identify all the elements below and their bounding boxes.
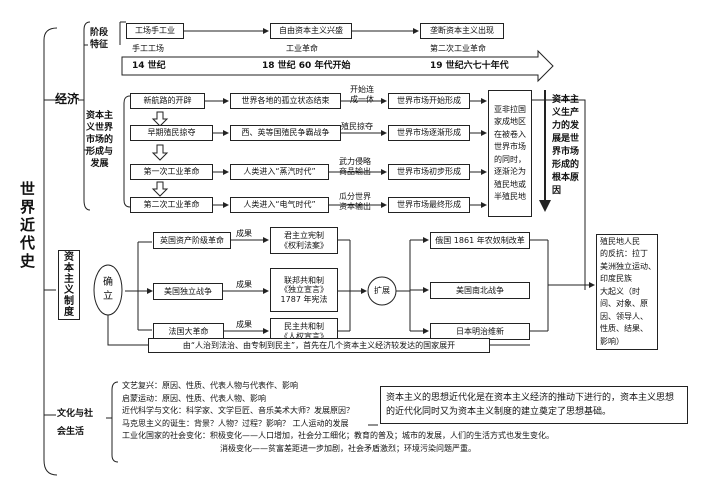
era-label-3: 第二次工业革命 xyxy=(430,44,486,53)
colonies-note: 亚非拉国家成地区在被卷入世界市场的同时，逐渐沦为殖民地或半殖民地 xyxy=(488,90,532,217)
expansion-box-1: 俄国 1861 年农奴制改革 xyxy=(430,232,530,249)
stage-box-2: 自由资本主义兴盛 xyxy=(270,23,352,39)
event-box-4: 第二次工业革命 xyxy=(130,197,213,213)
establish-label: 确立 xyxy=(103,277,113,302)
economy-title: 经济 xyxy=(55,92,80,106)
system-title: 资本主义制度 xyxy=(58,250,80,320)
timeline-label-3: 19 世纪六七十年代 xyxy=(430,61,509,71)
effect-box-4: 人类进入“电气时代” xyxy=(230,197,329,213)
culture-list: 文艺复兴：原因、性质、代表人物与代表作、影响 启蒙运动：原因、性质、代表人物、影… xyxy=(122,380,554,455)
stage-label: 阶段特征 xyxy=(90,28,109,50)
timeline-label-2: 18 世纪 60 年代开始 xyxy=(262,61,351,71)
culture-item-1: 文艺复兴：原因、性质、代表人物与代表作、影响 xyxy=(122,381,298,390)
system-summary: 由“人治到法治、由专制到民主”，首先在几个资本主义经济较发达的国家展开 xyxy=(148,338,490,353)
result-label-1: 成果 xyxy=(236,229,252,238)
event-box-3: 第一次工业革命 xyxy=(130,164,213,180)
revolution-box-2: 美国独立战争 xyxy=(153,283,223,300)
expand-label: 扩展 xyxy=(374,286,390,295)
effect-box-2: 西、英等国殖民争霸战争 xyxy=(230,125,341,141)
result-box-1: 君主立宪制《权利法案》 xyxy=(270,227,338,254)
means-label-4: 瓜分世界资本输出 xyxy=(339,192,371,211)
event-box-2: 早期殖民掠夺 xyxy=(130,125,213,141)
culture-item-2: 启蒙运动：原因、性质、代表人物、影响 xyxy=(122,393,266,403)
market-label: 资本主义世界市场的形成与发展 xyxy=(86,111,114,169)
culture-item-6: 消极变化——贫富差距进一步加剧，社会矛盾激烈；环境污染问题严重。 xyxy=(220,443,476,453)
culture-item-5: 工业化国家的社会变化：积极变化——人口增加，社会分工细化；教育的普及；城市的发展… xyxy=(122,431,554,440)
means-label-3: 武力侵略商品输出 xyxy=(339,157,371,176)
culture-title: 文化与社会生活 xyxy=(57,409,94,437)
root-cause-note: 资本主义生产力的发展是世界市场形成的根本原因 xyxy=(552,95,580,196)
effect-box-3: 人类进入“蒸汽时代” xyxy=(230,164,329,180)
culture-item-4: 马克思主义的诞生：背景？人物？过程？影响？ 工人运动的发展 xyxy=(122,418,349,428)
timeline-label-1: 14 世纪 xyxy=(132,61,166,71)
market-state-1: 世界市场开始形成 xyxy=(388,93,470,109)
colony-response-note: 殖民地人民的反抗：拉丁美洲独立运动、印度民族大起义（时间、对象、原因、领导人、性… xyxy=(596,234,658,350)
culture-item-3: 近代科学与文化：科学家、文学巨匠、音乐美术大师？发展原因？ xyxy=(122,406,354,415)
era-label-2: 工业革命 xyxy=(286,44,318,53)
result-label-3: 成果 xyxy=(236,320,252,329)
market-state-3: 世界市场初步形成 xyxy=(388,164,470,180)
era-label-1: 手工工场 xyxy=(132,44,164,53)
main-title: 世界近代史 xyxy=(20,180,36,270)
result-label-2: 成果 xyxy=(236,280,252,289)
market-state-2: 世界市场逐渐形成 xyxy=(388,125,470,141)
means-label-1: 开始连成一体 xyxy=(350,85,374,104)
culture-note: 资本主义的思想近代化是在资本主义经济的推动下进行的，资本主义思想的近代化同时又为… xyxy=(380,386,688,424)
effect-box-1: 世界各地的孤立状态结束 xyxy=(230,93,341,109)
stage-box-1: 工场手工业 xyxy=(126,23,184,39)
expansion-box-2: 美国南北战争 xyxy=(430,282,530,299)
event-box-1: 新航路的开辟 xyxy=(130,93,205,109)
market-state-4: 世界市场最终形成 xyxy=(388,197,470,213)
stage-box-3: 垄断资本主义出现 xyxy=(420,23,504,39)
result-box-2: 联邦共和制《独立宣言》1787 年宪法 xyxy=(270,268,338,312)
revolution-box-1: 英国资产阶级革命 xyxy=(153,232,231,249)
means-label-2: 殖民掠夺 xyxy=(341,122,373,131)
